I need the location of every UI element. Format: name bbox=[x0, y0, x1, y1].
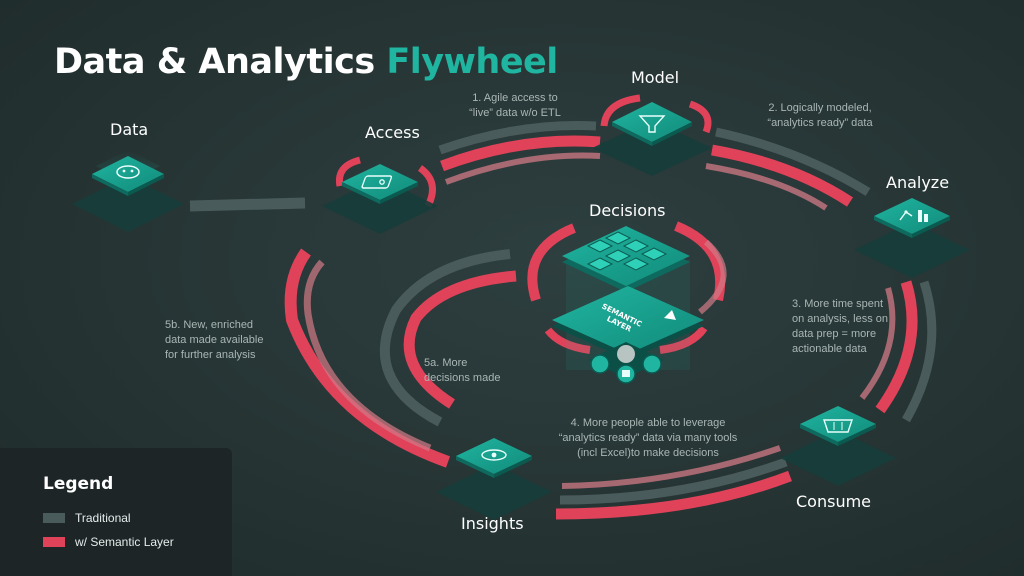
note-4: 4. More people able to leverage “analyti… bbox=[558, 417, 738, 459]
ring-semantic-right bbox=[659, 325, 708, 354]
note-5a: 5a. More decisions made bbox=[424, 357, 501, 384]
legend-item-semantic: w/ Semantic Layer bbox=[43, 535, 174, 549]
legend-item-traditional: Traditional bbox=[43, 511, 131, 525]
arc-consume-insights-semantic bbox=[555, 470, 792, 520]
ring-model-right bbox=[688, 100, 712, 134]
arc-model-analyze-traditional bbox=[715, 127, 871, 196]
node-insights-tile[interactable] bbox=[436, 438, 552, 520]
grid-icon bbox=[586, 231, 668, 271]
legend-swatch-traditional bbox=[43, 513, 65, 523]
ring-decisions-right-b bbox=[698, 239, 727, 315]
key-icon bbox=[361, 175, 393, 189]
arc-analyze-consume-semantic bbox=[875, 280, 918, 414]
chart-icon bbox=[899, 210, 928, 222]
arc-model-analyze-semantic-b bbox=[705, 163, 828, 211]
label-decisions: Decisions bbox=[589, 201, 666, 220]
ring-access-left bbox=[335, 156, 361, 187]
label-data: Data bbox=[110, 120, 149, 139]
node-model-tile[interactable] bbox=[592, 102, 712, 176]
source-connectors bbox=[588, 342, 664, 384]
node-consume-tile[interactable] bbox=[780, 406, 896, 486]
legend-panel: Legend Traditional w/ Semantic Layer bbox=[0, 448, 232, 576]
eye-icon bbox=[481, 449, 507, 461]
legend-title: Legend bbox=[43, 474, 114, 494]
node-data-tile[interactable] bbox=[72, 150, 184, 232]
label-access: Access bbox=[365, 123, 420, 142]
label-consume: Consume bbox=[796, 492, 872, 511]
ring-semantic-left bbox=[544, 327, 591, 354]
legend-label-traditional: Traditional bbox=[75, 511, 131, 525]
note-1: 1. Agile access to “live” data w/o ETL bbox=[469, 92, 561, 119]
arc-analyze-consume-traditional bbox=[902, 280, 937, 423]
arc-data-access-traditional bbox=[189, 197, 306, 212]
arc-access-model-semantic-b bbox=[444, 152, 601, 185]
note-2: 2. Logically modeled, “analytics ready” … bbox=[767, 102, 873, 129]
title-main: Data & Analytics bbox=[54, 42, 375, 82]
arc-insights-decisions-traditional bbox=[379, 249, 511, 427]
arc-analyze-consume-semantic-b bbox=[859, 287, 896, 400]
label-analyze: Analyze bbox=[886, 173, 950, 192]
note-3: 3. More time spent on analysis, less on … bbox=[792, 298, 888, 355]
arc-consume-insights-traditional bbox=[559, 457, 788, 505]
arc-insights-access-semantic bbox=[284, 248, 451, 468]
database-icon bbox=[116, 165, 140, 179]
node-decisions-stack[interactable]: SEMANTIC LAYER bbox=[552, 226, 704, 384]
label-insights: Insights bbox=[461, 514, 524, 533]
title-accent: Flywheel bbox=[386, 42, 558, 82]
legend-swatch-semantic bbox=[43, 537, 65, 547]
arc-insights-access-semantic-b bbox=[303, 259, 432, 452]
arrow-logo-icon bbox=[664, 310, 676, 320]
ring-decisions-left bbox=[527, 223, 576, 302]
arc-access-model-semantic bbox=[440, 135, 601, 172]
note-5b: 5b. New, enriched data made available fo… bbox=[165, 319, 264, 361]
arc-access-model-traditional bbox=[438, 121, 597, 155]
arc-insights-decisions-semantic bbox=[403, 270, 517, 409]
arc-consume-insights-semantic-b bbox=[561, 445, 781, 489]
basket-icon bbox=[823, 419, 853, 433]
node-access-tile[interactable] bbox=[322, 164, 438, 234]
ring-model-left bbox=[600, 94, 641, 127]
arc-model-analyze-semantic bbox=[711, 144, 854, 207]
funnel-icon bbox=[638, 115, 666, 133]
node-analyze-tile[interactable] bbox=[854, 198, 970, 278]
legend-label-semantic: w/ Semantic Layer bbox=[75, 535, 174, 549]
page-title: Data & Analytics Flywheel bbox=[54, 42, 558, 82]
label-model: Model bbox=[631, 68, 680, 87]
